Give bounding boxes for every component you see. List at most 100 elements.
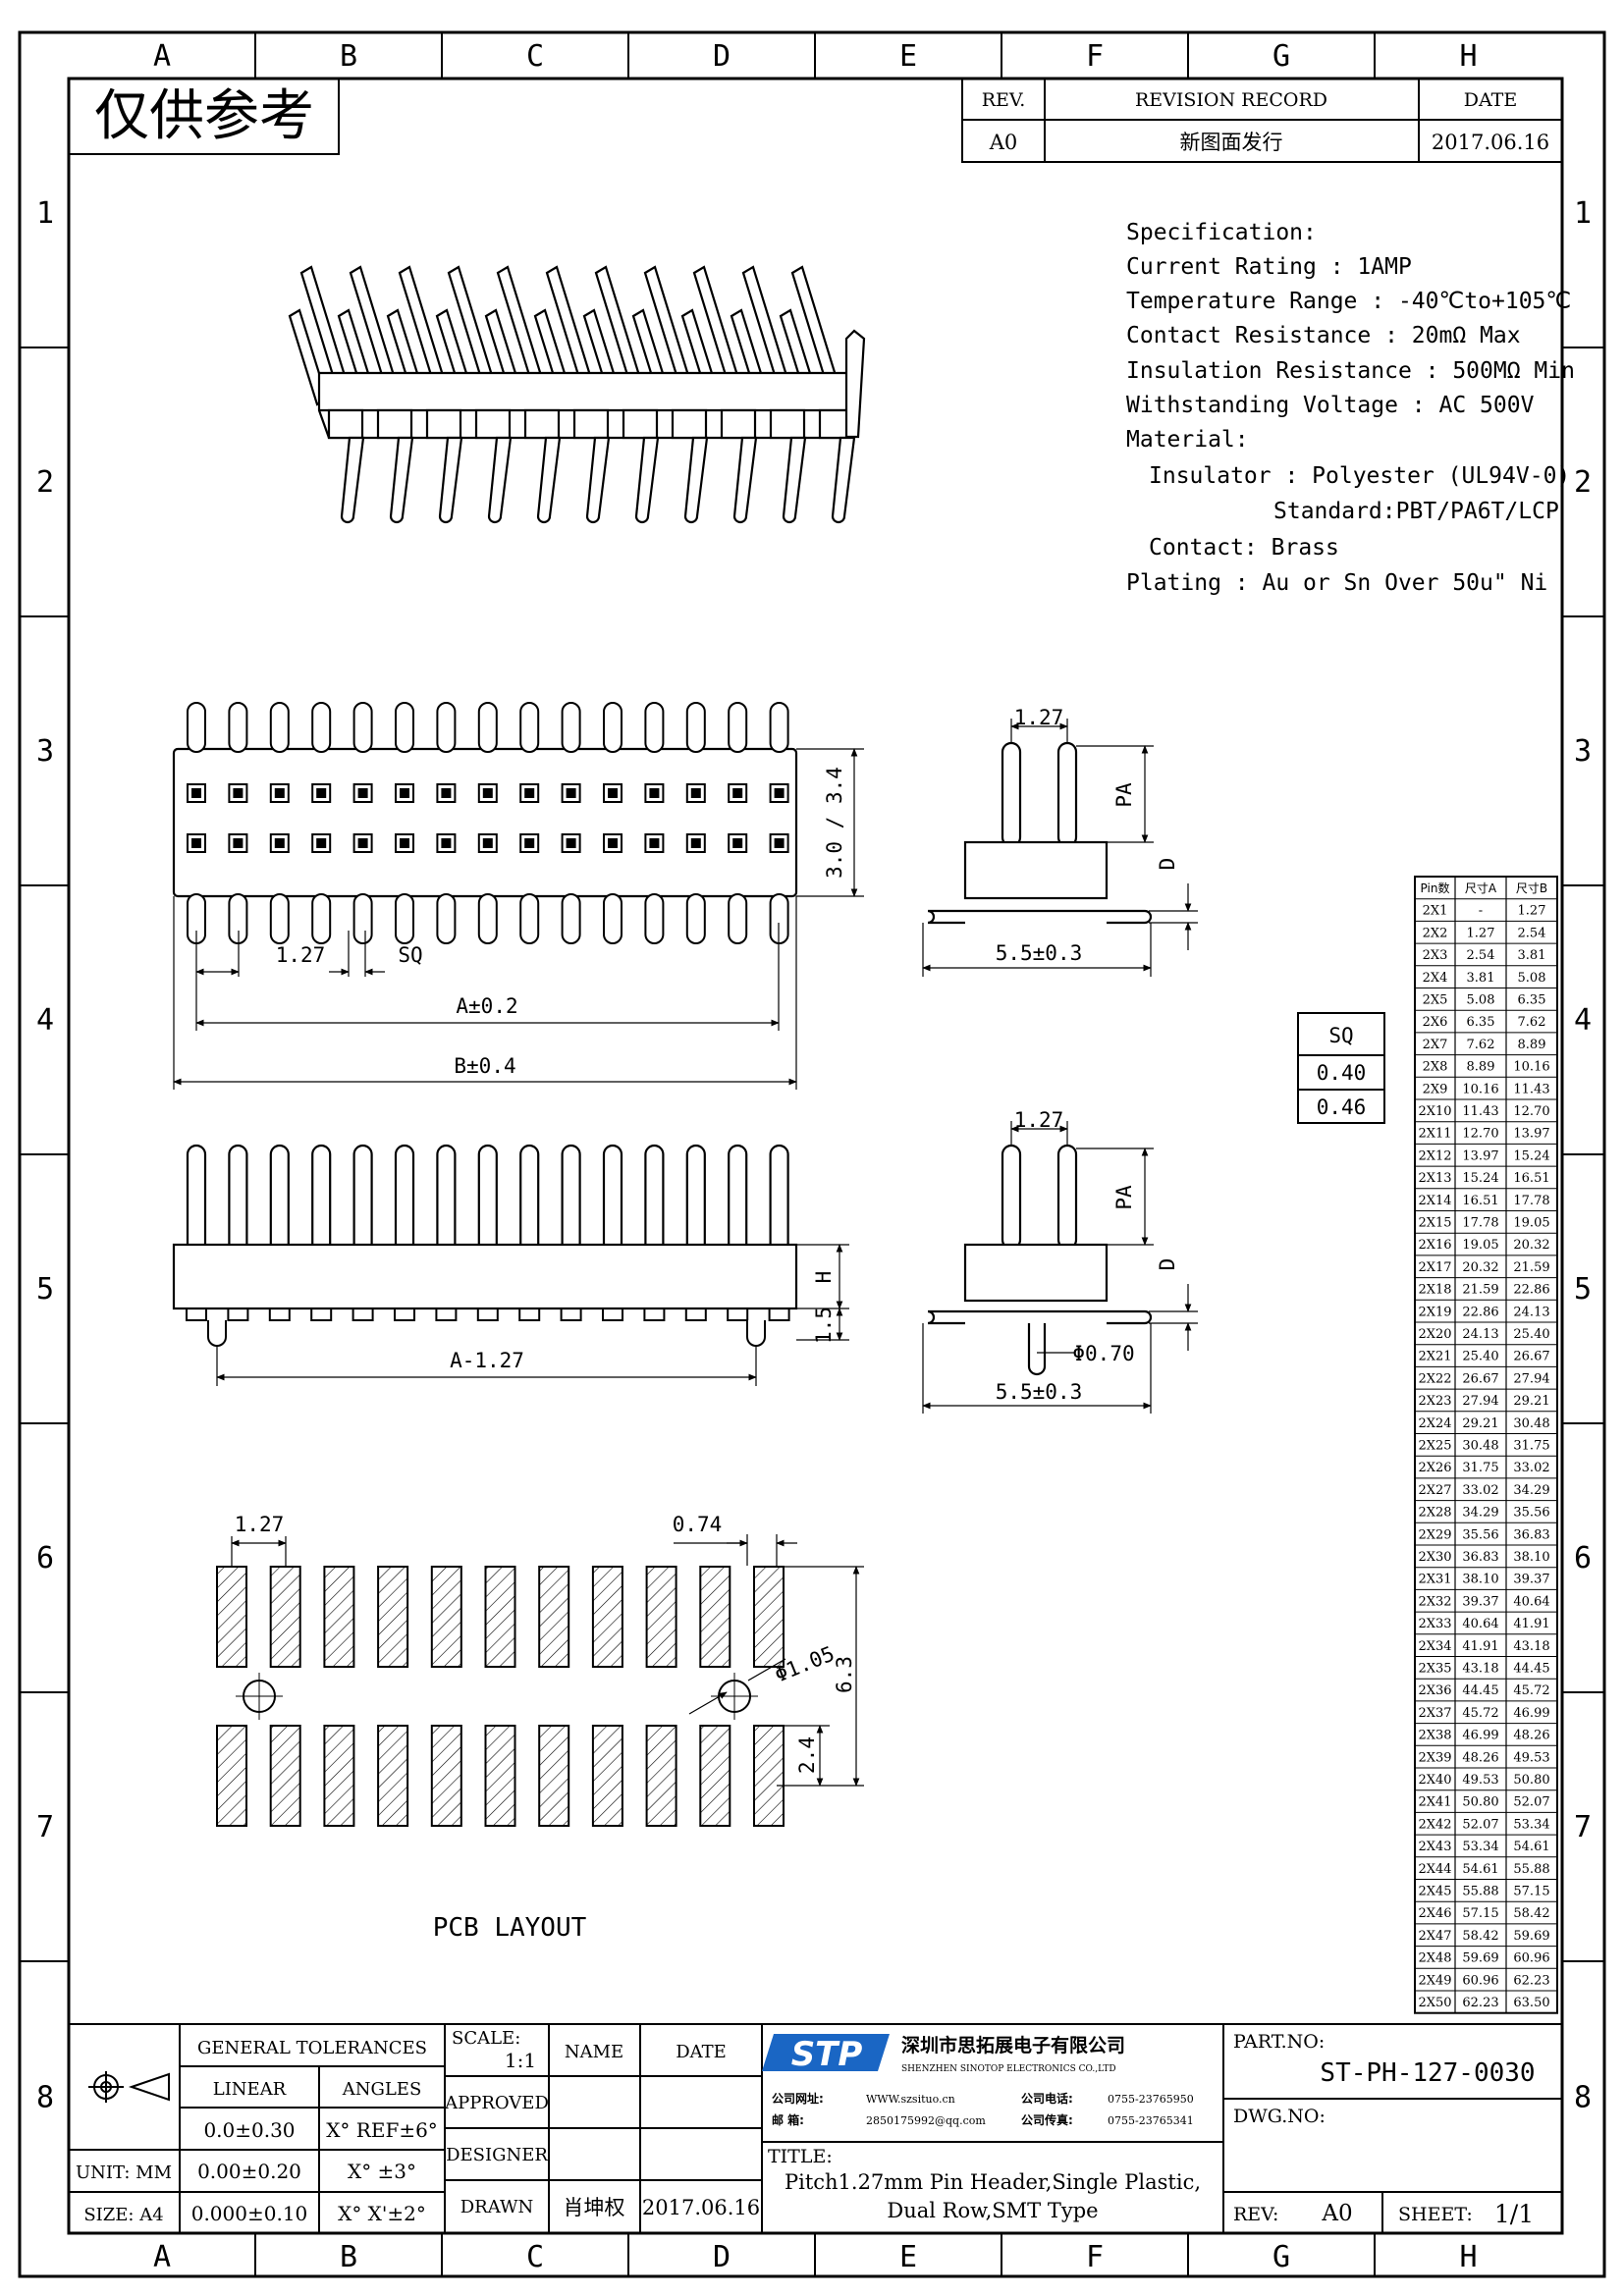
isometric-view xyxy=(288,265,866,524)
pin-table-cell: 33.02 xyxy=(1513,1461,1549,1475)
top-pad-row2 xyxy=(352,833,373,853)
pin-table-cell: 8.89 xyxy=(1467,1060,1495,1075)
front-foot xyxy=(268,1308,291,1321)
pin-table-cell: 59.69 xyxy=(1513,1929,1549,1944)
pin-table-cell: 10.16 xyxy=(1462,1082,1498,1096)
pin-table-cell: 1.27 xyxy=(1518,904,1546,919)
pcb-pad-upper xyxy=(377,1566,409,1668)
top-pad-row2 xyxy=(769,833,789,853)
pin-table-cell: 43.18 xyxy=(1513,1639,1549,1654)
top-pad-row2 xyxy=(685,833,706,853)
top-pad-core-row1 xyxy=(233,788,244,798)
pin-table-cell: 2X37 xyxy=(1418,1706,1451,1721)
tel-label: 公司电话: xyxy=(1021,2091,1073,2106)
zone-col-label: D xyxy=(713,2240,731,2274)
mail-label: 邮 箱: xyxy=(772,2112,804,2127)
top-pad-row1 xyxy=(269,783,290,803)
zone-row-label: 4 xyxy=(1574,1003,1592,1038)
pin-table-cell: 49.53 xyxy=(1462,1773,1498,1788)
pin-table-cell: 60.96 xyxy=(1513,1951,1549,1966)
pin-table-cell: 21.59 xyxy=(1513,1260,1549,1275)
zone-row-label: 8 xyxy=(1574,2081,1592,2115)
top-pin-lower xyxy=(477,893,498,944)
zone-col-label: A xyxy=(153,39,171,74)
zone-grid xyxy=(20,32,1604,2276)
tol-angle-2: X° ±3° xyxy=(348,2160,416,2183)
pin-table-cell: 2X31 xyxy=(1418,1573,1451,1587)
dim-pa-1: PA xyxy=(1112,782,1136,808)
top-pin-upper xyxy=(187,702,206,753)
tol-angle-1: X° REF±6° xyxy=(326,2118,438,2142)
dim-post: Φ0.70 xyxy=(1072,1342,1134,1365)
top-pin-lower xyxy=(561,893,581,944)
pin-table-header: Pin数 xyxy=(1421,881,1450,895)
zone-col-label: H xyxy=(1459,2240,1477,2274)
pin-table-cell: 39.37 xyxy=(1462,1594,1498,1609)
iso-pin-bottom xyxy=(782,436,807,524)
top-pad-core-row1 xyxy=(482,788,493,798)
zone-row-label: 3 xyxy=(1574,734,1592,769)
pin-table-cell: 62.23 xyxy=(1513,1973,1549,1988)
drawn-date: 2017.06.16 xyxy=(642,2196,760,2219)
front-pin xyxy=(394,1144,415,1255)
top-pad-row2 xyxy=(228,833,248,853)
specification: Specification: Current Rating : 1AMP Tem… xyxy=(1126,220,1575,596)
pin-table-cell: 26.67 xyxy=(1462,1371,1498,1386)
pin-table-cell: 2X7 xyxy=(1423,1038,1448,1052)
top-pad-core-row2 xyxy=(400,838,409,848)
top-pad-row2 xyxy=(561,833,581,853)
pin-table-cell: 2X26 xyxy=(1418,1461,1451,1475)
top-pad-core-row2 xyxy=(774,838,785,848)
front-foot xyxy=(352,1308,374,1321)
pin-table-cell: 45.72 xyxy=(1513,1683,1549,1698)
unit: UNIT: MM xyxy=(76,2163,172,2183)
dim-side-width-1: 5.5±0.3 xyxy=(996,941,1083,965)
pin-table-cell: 2X9 xyxy=(1423,1082,1448,1096)
pin-table-cell: 2X28 xyxy=(1418,1506,1451,1521)
top-pad-core-row1 xyxy=(690,788,701,798)
tol-angles: ANGLES xyxy=(342,2079,422,2100)
pcb-pad-upper xyxy=(269,1566,301,1668)
spec-material: Material: xyxy=(1126,427,1249,453)
front-post xyxy=(207,1320,227,1347)
pin-table-cell: 46.99 xyxy=(1513,1706,1549,1721)
scale-value: 1:1 xyxy=(505,2049,536,2072)
spec-insulation: Insulation Resistance : 500MΩ Min xyxy=(1126,358,1575,384)
spec-contact-res: Contact Resistance : 20mΩ Max xyxy=(1126,323,1521,348)
pin-table-cell: 2X4 xyxy=(1423,971,1448,986)
pin-table-cell: 5.08 xyxy=(1467,993,1495,1008)
pin-table-cell: 52.07 xyxy=(1513,1795,1549,1810)
pin-table-cell: 35.56 xyxy=(1462,1527,1498,1542)
pin-table-cell: 13.97 xyxy=(1462,1148,1498,1163)
pin-table-cell: 26.67 xyxy=(1513,1350,1549,1364)
pin-table-cell: 7.62 xyxy=(1467,1038,1495,1052)
fax-value: 0755-23765341 xyxy=(1108,2114,1194,2127)
pin-table-cell: 43.18 xyxy=(1462,1662,1498,1677)
sq-table xyxy=(1297,1012,1385,1124)
front-view-pins xyxy=(186,1144,790,1347)
tol-linear-3: 0.000±0.10 xyxy=(191,2202,308,2225)
pcb-pad-lower xyxy=(753,1725,785,1827)
dim-side-width-2: 5.5±0.3 xyxy=(996,1380,1083,1404)
top-pad-core-row1 xyxy=(732,788,743,798)
logo-text: STP xyxy=(791,2035,863,2074)
pin-table-cell: 36.83 xyxy=(1513,1527,1549,1542)
pin-table-cell: 34.29 xyxy=(1462,1506,1498,1521)
pin-table-cell: 44.45 xyxy=(1462,1683,1498,1698)
mail-value: 2850175992@qq.com xyxy=(866,2114,986,2127)
zone-col-label: H xyxy=(1459,39,1477,74)
top-pad-core-row2 xyxy=(524,838,535,848)
pcb-layout xyxy=(216,1566,785,1827)
pin-table-cell: 41.91 xyxy=(1462,1639,1498,1654)
top-pin-lower xyxy=(269,893,290,944)
zone-col-label: G xyxy=(1272,2240,1290,2274)
pin-table-cell: 7.62 xyxy=(1518,1015,1546,1030)
iso-pin-bottom xyxy=(487,436,513,524)
pcb-layout-label: PCB LAYOUT xyxy=(433,1913,587,1943)
zone-col-label: D xyxy=(713,39,731,74)
pcb-pad-lower xyxy=(377,1725,409,1827)
dim-d-2: D xyxy=(1156,1258,1179,1271)
pin-table-cell: 55.88 xyxy=(1462,1885,1498,1899)
pin-table-cell: 41.91 xyxy=(1513,1617,1549,1631)
pin-table-cell: 2X41 xyxy=(1418,1795,1451,1810)
